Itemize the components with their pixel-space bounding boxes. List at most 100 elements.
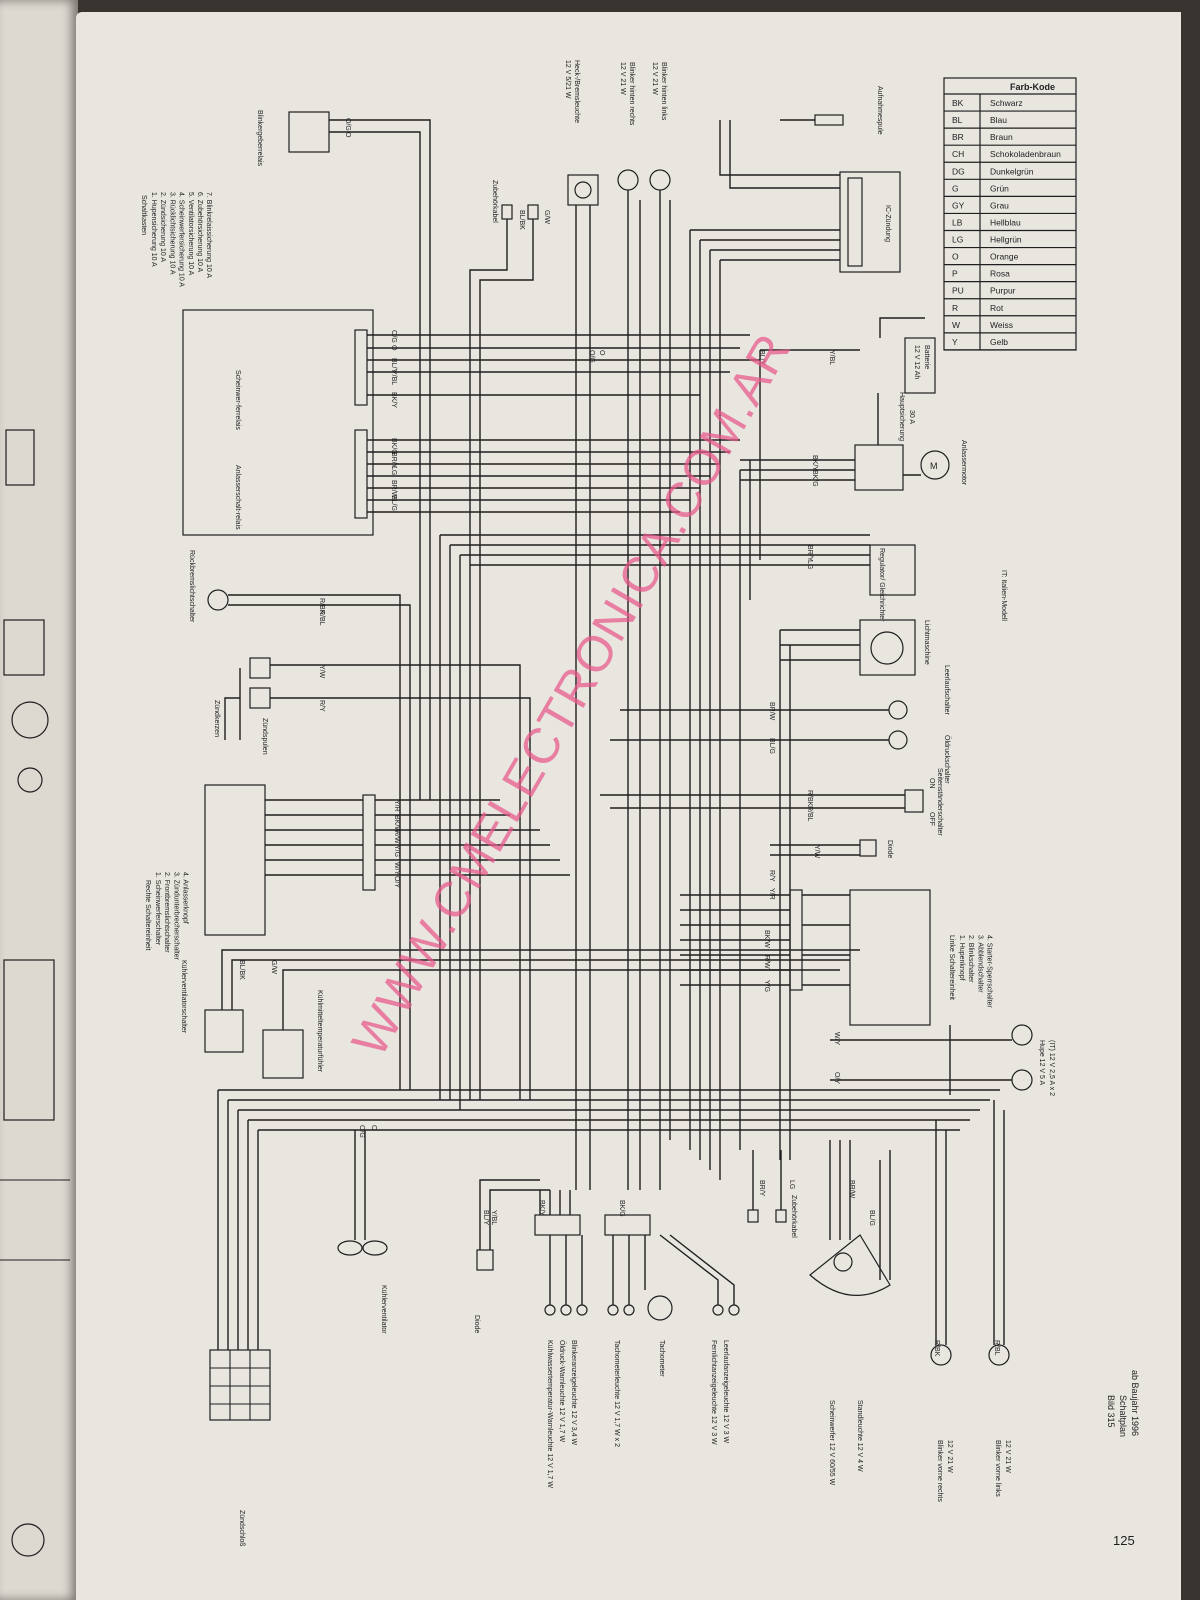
instrument-lamps: Kühlwassertemperatur-Warnleuchte 12 V 1,… xyxy=(544,1295,740,1488)
wire xyxy=(689,230,721,1180)
legend-code: Y xyxy=(952,337,958,347)
wire-code: O xyxy=(344,132,351,138)
wire-code: R/BL xyxy=(993,1340,1000,1356)
regulator: Regulator/ Gleichrichter xyxy=(869,544,916,622)
left-switch-item: 4. Starter-Sperrschalter xyxy=(986,935,993,1008)
tail-brake-rating: 12 V 5/21 W xyxy=(564,60,571,99)
wire xyxy=(770,844,860,856)
legend-color-name: Gelb xyxy=(990,337,1008,347)
switch-icon xyxy=(207,589,229,611)
wire-code: BK/G xyxy=(618,1200,625,1217)
legend-color-name: Hellblau xyxy=(990,217,1021,227)
coolant-sensor-box xyxy=(262,1029,304,1079)
right-switch-item: 3. Zündunterbrecherschalter xyxy=(172,872,179,961)
diode-box xyxy=(859,839,877,857)
accessory-cable-bottom-label: Zubehörkabel xyxy=(790,1195,797,1238)
legend-code: GY xyxy=(952,200,965,210)
wire-code: BR/W xyxy=(768,702,775,721)
alternator-label: Lichtmaschine xyxy=(923,620,930,665)
alternator-box xyxy=(859,619,916,676)
fan-label: Kühlerventilator xyxy=(380,1285,387,1334)
wire xyxy=(690,229,840,261)
wire xyxy=(282,969,840,1030)
fuse-box-connector xyxy=(354,329,368,406)
wire xyxy=(659,1234,735,1305)
fan-switch-label: Kühlerventilatorschalter xyxy=(180,960,187,1034)
fan: Kühlerventilator xyxy=(337,1240,388,1334)
blinker-relay: Blinkergeberrelais O/G O xyxy=(256,110,351,167)
wire-code: BK/W xyxy=(763,930,770,948)
facing-box xyxy=(3,619,45,676)
lamp-icon xyxy=(560,1304,572,1316)
fuse-item: 1. Hupensicherung 10 A xyxy=(150,192,157,267)
wire-code: O/Y xyxy=(833,1072,840,1084)
fan-switch: Kühlerventilatorschalter xyxy=(180,960,244,1053)
legend-code: BK xyxy=(952,98,964,108)
blinker-front-right-label: Blinker vorne rechts xyxy=(936,1440,943,1502)
headlight-label: Scheinwerfer 12 V 60/55 W xyxy=(828,1400,835,1486)
wire-code: Y/BL xyxy=(390,370,397,385)
wire-code: BK/Y xyxy=(390,392,397,408)
wire-code: Y/W xyxy=(318,665,325,679)
blinker-rear-left-rating: 12 V 21 W xyxy=(651,62,658,95)
wire-code: O/G xyxy=(390,330,397,343)
legend-color-name: Schwarz xyxy=(990,98,1023,108)
coolant-temp-sensor: Kühlmitteltemperaturfühler xyxy=(262,990,323,1079)
wire xyxy=(354,1130,366,1240)
front-blinkers: Blinker vorne rechts 12 V 21 W Blinker v… xyxy=(930,1344,1011,1502)
wire xyxy=(829,1140,851,1240)
ic-ignition-box xyxy=(839,171,901,273)
wire xyxy=(439,535,461,1110)
wire xyxy=(879,1150,891,1280)
ignition-switch: Zündschloß xyxy=(209,1349,271,1547)
wire xyxy=(729,120,840,189)
main-fuse-rating: 30 A xyxy=(908,410,915,424)
wire-code: R/Y xyxy=(768,870,775,882)
wire-code: BK/G xyxy=(390,438,397,455)
legend-color-name: Braun xyxy=(990,132,1013,142)
wire-code: BK/G xyxy=(811,470,818,487)
wire xyxy=(329,119,431,800)
side-stand-switch-box xyxy=(904,789,924,813)
horn-icon xyxy=(1011,1069,1033,1091)
wire-code: R/W xyxy=(763,955,770,969)
regulator-label: Regulator/ Gleichrichter xyxy=(878,548,885,622)
wire-code: R/BL xyxy=(318,610,325,626)
legend-code: G xyxy=(952,183,959,193)
left-switch-item: 3. Abblendschalter xyxy=(976,935,983,993)
wire-code: BR/W xyxy=(848,1180,855,1199)
ignition-switch-grid xyxy=(209,1349,271,1421)
wire-code: BL/Y xyxy=(390,358,397,374)
facing-circle xyxy=(17,767,43,793)
coolant-temp-sensor-label: Kühlmitteltemperaturfühler xyxy=(316,990,323,1073)
blinker-front-right-rating: 12 V 21 W xyxy=(946,1440,953,1473)
bulb-icon xyxy=(930,1344,952,1366)
wire xyxy=(228,594,411,1090)
legend-code: W xyxy=(952,320,960,330)
accessory-terminal xyxy=(747,1209,759,1223)
wire-code: O xyxy=(370,1125,377,1131)
tail-brake-light: Heck-/Bremsleuchte 12 V 5/21 W xyxy=(564,60,599,206)
fuse-item: 2. Zündsicherung 10 A xyxy=(159,192,166,262)
wire xyxy=(739,350,761,1150)
blinker-front-left-label: Blinker vorne links xyxy=(994,1440,1001,1497)
tachometer-label: Tachometer xyxy=(658,1340,665,1377)
wire xyxy=(469,219,508,1100)
horn-icon xyxy=(1011,1024,1033,1046)
neutral-switch: Leerlaufschalter xyxy=(888,665,950,720)
wire-code: O/Y xyxy=(393,876,400,888)
spark-plugs-label: Zündkerzen xyxy=(213,700,220,737)
legend-code: DG xyxy=(952,166,965,176)
starter-motor: M Anlassermotor xyxy=(920,440,967,486)
right-switch-frame xyxy=(204,784,266,936)
fuse-item: 7. Blinkrelaissicherung 10 A xyxy=(205,192,212,278)
battery-box xyxy=(904,337,936,394)
wire-code: O/G xyxy=(588,350,595,363)
instrument-connector xyxy=(604,1214,651,1236)
wire xyxy=(217,1090,259,1350)
oil-warning-label: Öldruck-Warnleuchte 12 V 1,7 W xyxy=(558,1340,566,1442)
wire xyxy=(740,459,855,481)
